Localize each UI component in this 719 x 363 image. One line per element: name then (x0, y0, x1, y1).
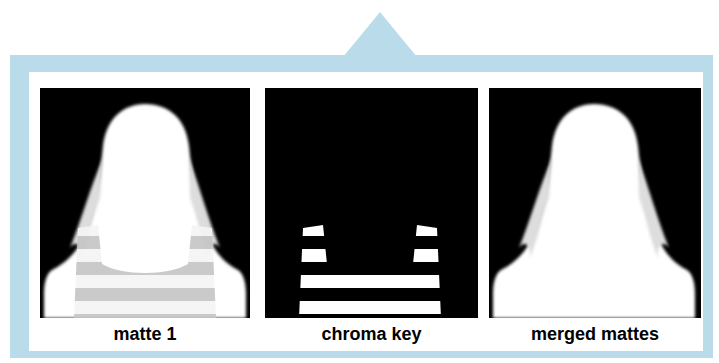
panel-caption: chroma key (255, 324, 488, 344)
matte-panel: merged mattes (489, 88, 701, 318)
callout-border (10, 55, 713, 358)
panel-caption: merged mattes (479, 324, 711, 344)
panel-caption: matte 1 (30, 324, 260, 344)
chroma-key-garment (299, 225, 441, 318)
callout-pointer (343, 12, 417, 57)
merged-silhouette (493, 104, 695, 318)
matte-silhouette (44, 104, 246, 318)
matte-panel: chroma key (265, 88, 478, 318)
callout-body (29, 72, 703, 351)
matte-panel: matte 1 (40, 88, 250, 318)
